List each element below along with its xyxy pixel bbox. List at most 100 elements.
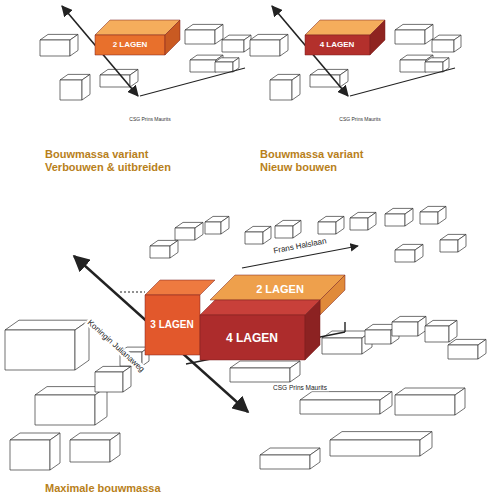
context-building: [395, 388, 465, 415]
mass-face: [145, 280, 215, 295]
building-face: [245, 232, 263, 244]
building-face: [300, 392, 392, 400]
context-building: [270, 74, 300, 100]
building-face: [130, 69, 138, 87]
building-face: [300, 400, 380, 414]
context-building: [392, 316, 426, 336]
building-face: [82, 74, 90, 100]
axis-line: [350, 68, 455, 96]
building-face: [5, 320, 89, 330]
building-face: [395, 388, 465, 395]
context-building: [425, 320, 457, 342]
building-face: [185, 30, 215, 44]
context-building: [245, 226, 271, 244]
building-face: [170, 240, 178, 258]
building-face: [478, 339, 486, 359]
context-building: [205, 216, 229, 234]
building-face: [448, 345, 478, 359]
building-face: [322, 338, 362, 354]
building-face: [454, 35, 461, 52]
building-face: [380, 392, 392, 414]
building-face: [455, 388, 465, 415]
building-face: [95, 387, 107, 425]
mass-face: [165, 20, 180, 55]
context-building: [5, 320, 89, 370]
building-face: [70, 440, 110, 462]
building-face: [60, 80, 82, 100]
building-face: [50, 433, 60, 470]
floor-count: 4 LAGEN: [320, 41, 355, 49]
axis-line: [140, 68, 245, 96]
mass-face: [305, 35, 370, 55]
building-mass: 2 LAGEN: [95, 20, 180, 55]
context-building: [318, 216, 344, 234]
mass-shape: [200, 300, 320, 360]
context-building: [448, 339, 486, 359]
building-face: [330, 440, 420, 456]
context-building: [215, 58, 239, 72]
building-face: [440, 240, 458, 252]
building-face: [123, 366, 131, 392]
building-face: [230, 368, 290, 382]
building-face: [75, 320, 89, 370]
context-building: [275, 220, 301, 238]
building-face: [368, 212, 376, 230]
context-building: [95, 366, 131, 392]
diagram-caption: Maximale bouwmassa: [45, 482, 161, 495]
context-building: [250, 34, 288, 56]
building-face: [420, 432, 432, 456]
school-label: CSG Prins Maurits: [271, 384, 329, 391]
building-mass: 4 LAGEN: [200, 300, 320, 360]
building-face: [215, 62, 233, 72]
building-face: [95, 372, 123, 392]
floor-count: 2 LAGEN: [113, 41, 148, 49]
building-face: [395, 250, 415, 262]
building-face: [293, 220, 301, 238]
variant-caption: Bouwmassa variant Verbouwen & uitbreiden: [45, 148, 195, 173]
building-face: [395, 30, 425, 44]
context-buildings: [5, 24, 486, 470]
building-face: [10, 440, 50, 470]
building-mass: 4 LAGEN: [305, 20, 385, 55]
context-building: [300, 392, 392, 414]
building-face: [318, 222, 336, 234]
building-face: [420, 212, 438, 224]
building-face: [425, 326, 449, 342]
context-building: [230, 361, 300, 382]
building-face: [263, 226, 271, 244]
building-face: [330, 432, 432, 440]
context-building: [40, 34, 78, 56]
building-face: [5, 330, 75, 370]
plot-line: [120, 292, 145, 293]
building-face: [290, 361, 300, 382]
building-face: [270, 80, 292, 100]
building-face: [458, 234, 466, 252]
building-face: [150, 246, 170, 258]
building-face: [340, 69, 348, 87]
school-label: CSG Prins Maurits: [339, 117, 380, 123]
context-building: [350, 212, 376, 230]
context-building: [395, 24, 433, 44]
mass-face: [145, 295, 200, 355]
context-building: [432, 35, 461, 52]
context-building: [420, 206, 446, 224]
context-building: [35, 387, 107, 425]
building-face: [449, 320, 457, 342]
mass-shape: [305, 20, 385, 55]
mass-face: [200, 300, 320, 315]
axis-arrows: [62, 6, 455, 412]
building-face: [385, 214, 405, 226]
floor-count: 2 LAGEN: [256, 284, 304, 295]
context-building: [150, 240, 178, 258]
context-building: [10, 433, 60, 470]
building-face: [260, 455, 310, 469]
context-building: [60, 74, 90, 100]
building-face: [275, 226, 293, 238]
mass-face: [370, 20, 385, 55]
building-face: [400, 60, 426, 72]
context-building: [310, 69, 348, 87]
building-face: [395, 395, 455, 415]
building-face: [292, 74, 300, 100]
